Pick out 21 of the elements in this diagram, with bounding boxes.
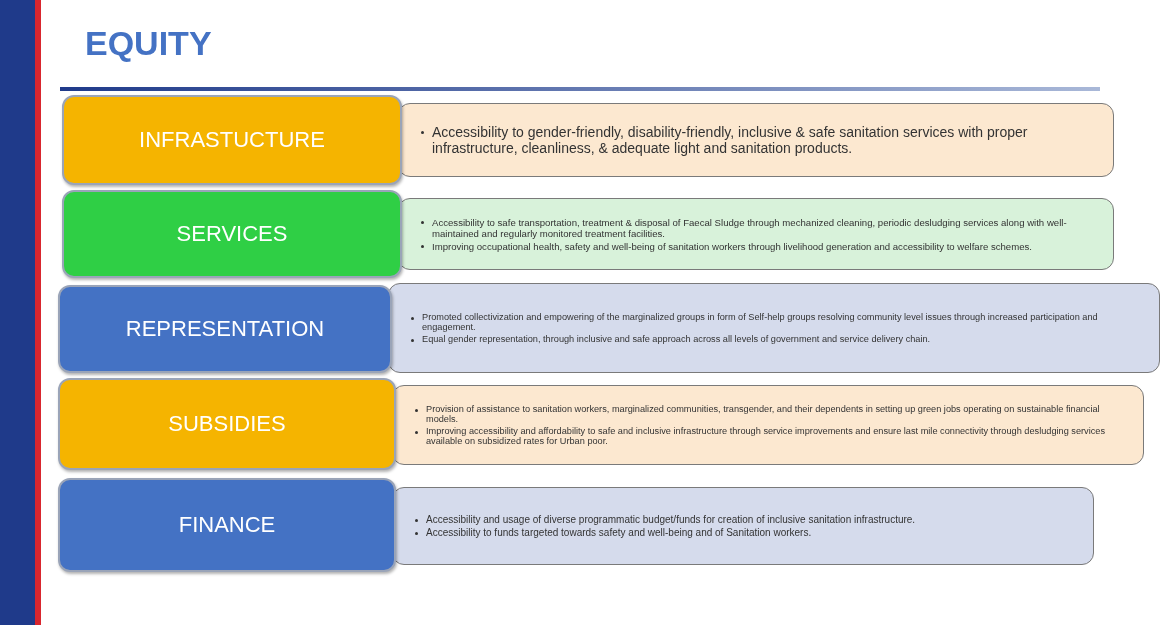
description-box	[388, 283, 1160, 373]
category-box	[62, 190, 402, 278]
bullet-text: Accessibility to gender-friendly, disability-friendly, inclusive & safe sanitation services with proper infrastructure, cleanliness, & adequate light and sanitation products.	[432, 124, 1029, 156]
bullet-text: Accessibility to funds targeted towards safety and well-being and of Sanitation workers.	[426, 527, 812, 538]
bullet-text: Promoted collectivization and empowering of the marginalized groups in form of Self-help groups resolving community level issues through increased participation and engagement.	[422, 312, 1099, 332]
category-label: INFRASTUCTURE	[139, 127, 325, 153]
category-label: REPRESENTATION	[125, 316, 325, 342]
category-box	[62, 95, 402, 185]
bullet-text: Accessibility and usage of diverse programmatic budget/funds for creation of inclusive sanitation infrastructure.	[426, 514, 916, 525]
bullet-text: Accessibility to safe transportation, treatment & disposal of Faecal Sludge through mechanized cleaning, periodic desludging services along with well-maintained and regularly monitored treatment facilities.	[432, 216, 1068, 239]
category-box	[58, 478, 396, 572]
category-box	[58, 285, 392, 373]
category-label: FINANCE	[178, 512, 276, 538]
category-label: SUBSIDIES	[168, 411, 286, 437]
bullet-text: Improving accessibility and affordability to safe and inclusive infrastructure through service improvements and ensure last mile connectivity through desludging services available on subsidized rates for Urban poor.	[426, 426, 1107, 446]
bullet-text: Equal gender representation, through inclusive and safe approach across all levels of government and service delivery chain.	[422, 334, 931, 344]
bullet-text: Provision of assistance to sanitation workers, marginalized communities, transgender, and their dependents in setting up green jobs operating on sustainable financial models.	[426, 404, 1101, 424]
category-box	[58, 378, 396, 470]
bullet-text: Improving occupational health, safety and well-being of sanitation workers through livelihood generation and accessibility to welfare schemes.	[432, 240, 1032, 252]
category-label: SERVICES	[176, 221, 288, 247]
title: EQUITY	[85, 24, 212, 63]
